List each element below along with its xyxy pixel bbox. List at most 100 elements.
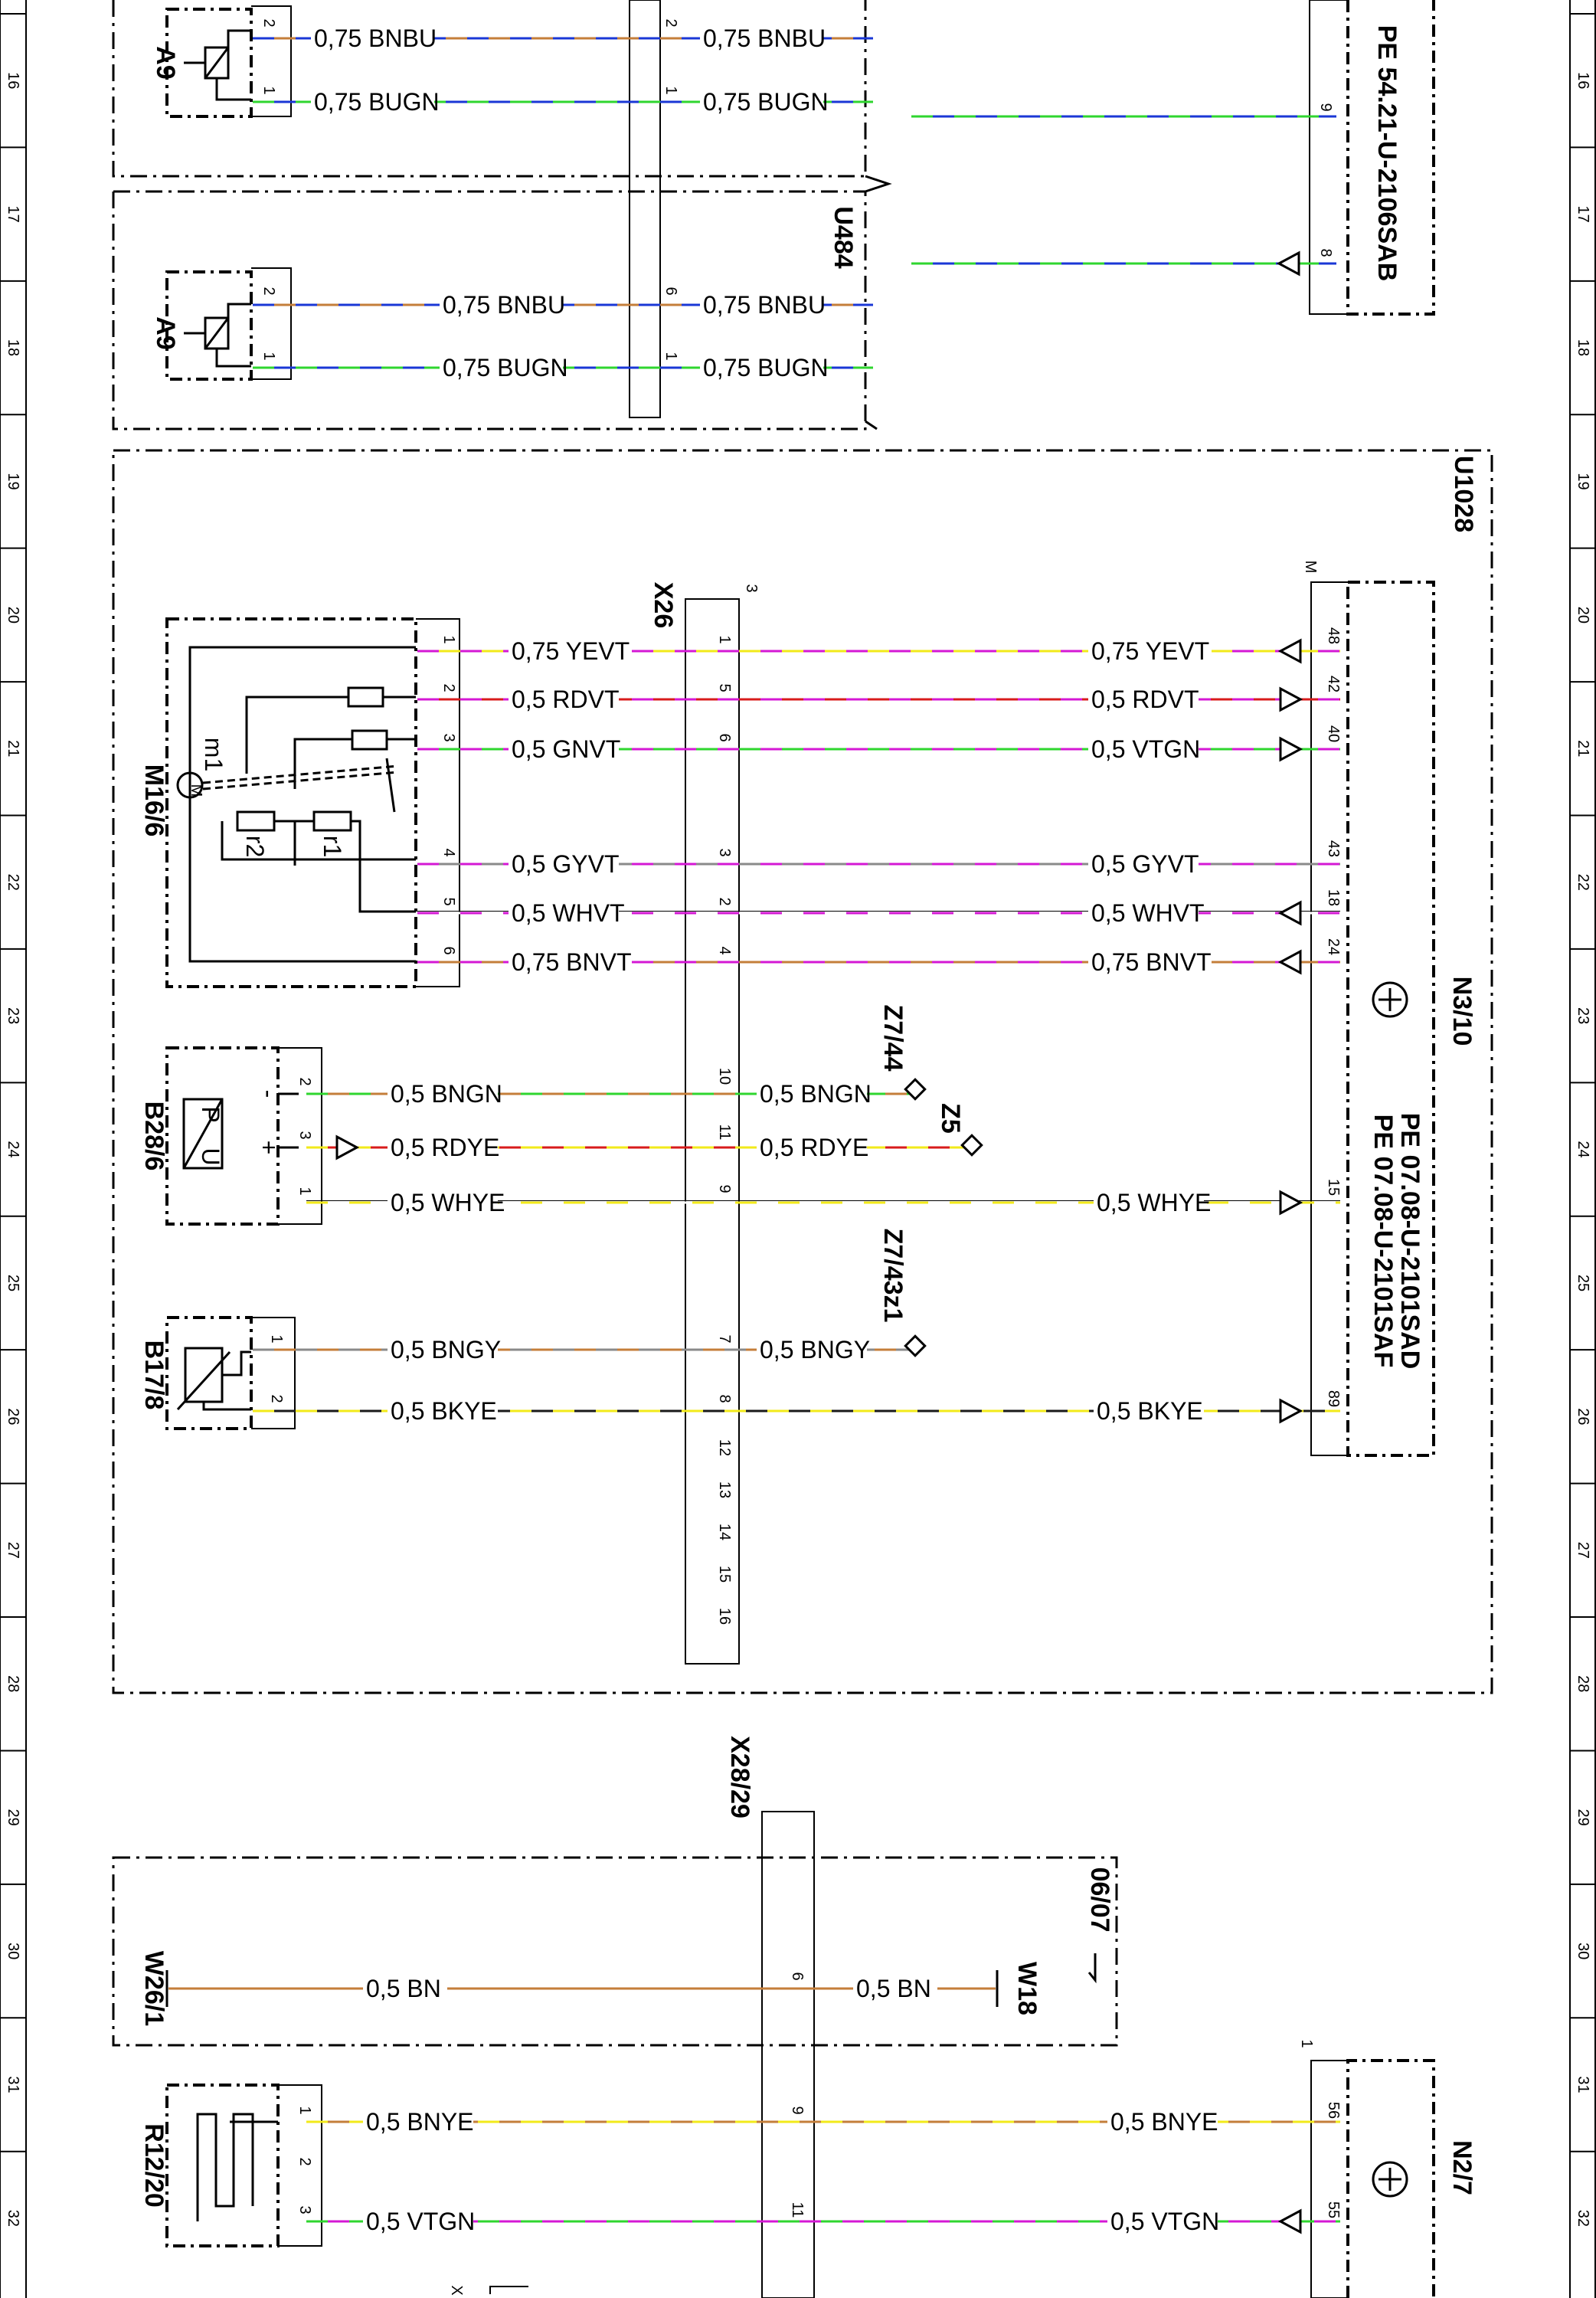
grid-row-number: 18 — [1575, 339, 1591, 356]
wire-label-a9m-2: 0,75 BNBU — [443, 291, 565, 319]
pin-n3-m5: 18 — [1325, 889, 1342, 906]
a9-top-relay-icon — [184, 29, 251, 101]
wire-label-w26-b: 0,5 BN — [856, 1975, 931, 2002]
w26-1-label: W26/1 — [139, 1951, 168, 2026]
pe-n3-a-label: PE 07.08-U-2101SAD — [1395, 1113, 1424, 1370]
b28-6-box — [165, 1046, 280, 1226]
wire-label-m_1b: 0,75 YEVT — [1091, 637, 1209, 665]
grid-row-number: 16 — [5, 72, 21, 89]
grid-row-number: 29 — [1575, 1809, 1591, 1826]
connectors — [251, 0, 1348, 2298]
pin-n3-m3: 40 — [1325, 725, 1342, 742]
pin-x26-3: 3 — [743, 584, 760, 592]
wire-label-m_3a: 0,5 GNVT — [512, 735, 620, 763]
a9-top-label: A9 — [151, 46, 180, 79]
pin-m16-6: 6 — [440, 946, 457, 954]
pin-u484-1: 1 — [662, 86, 679, 94]
grid-row-number: 25 — [1575, 1275, 1591, 1291]
pin-a9m-1: 1 — [260, 352, 277, 360]
grid-row-number: 17 — [5, 206, 21, 223]
pin-x26-8: 8 — [716, 1394, 733, 1403]
boundary-boxes — [112, 0, 1493, 2047]
pin-r12-1: 1 — [296, 2106, 313, 2114]
pin-n3-m6: 24 — [1325, 938, 1342, 955]
pin-x26-m6: 4 — [716, 946, 733, 954]
wire-label-b17-1a: 0,5 BNGY — [391, 1336, 501, 1363]
pin-m16-2: 2 — [440, 683, 457, 692]
grid-row-number: 21 — [5, 740, 21, 757]
b28-u-label: U — [197, 1147, 224, 1165]
pin-x26-spare: 14 — [716, 1524, 733, 1540]
x26-label: X26 — [649, 582, 678, 629]
ref-0607-label: 06/07 — [1085, 1867, 1114, 1932]
u484-label: U484 — [829, 206, 858, 268]
b28-p-label: P — [197, 1106, 224, 1122]
grid-row-number: 22 — [5, 874, 21, 891]
wire-label-b17-2a: 0,5 BKYE — [391, 1397, 497, 1425]
wire-label-m_6a: 0,75 BNVT — [512, 948, 632, 976]
grid-row-number: 16 — [1575, 72, 1591, 89]
grid-row-number: 22 — [1575, 874, 1591, 891]
wire-label-r12-3a: 0,5 VTGN — [366, 2208, 475, 2235]
pin-x28-6: 6 — [789, 1972, 806, 1980]
arrow-b17-2 — [1279, 1398, 1303, 1424]
grid-row-number: 26 — [5, 1408, 21, 1425]
grid-row-number: 21 — [1575, 740, 1591, 757]
z5-splice-icon — [960, 1134, 983, 1157]
grid-row-number: 26 — [1575, 1408, 1591, 1425]
component-labels: A9 A9 M16/6 m1 r2 r1 M B28/6 P U - + B17… — [139, 25, 1478, 2208]
splices — [904, 1078, 983, 1357]
wire-label-r12-3b: 0,5 VTGN — [1110, 2208, 1219, 2235]
wire-label-a9m-1b: 0,75 BUGN — [703, 354, 829, 381]
wire-label-a9m-2b: 0,75 BNBU — [703, 291, 826, 319]
x26-connector — [685, 598, 740, 1665]
n2-7-label: N2/7 — [1447, 2140, 1477, 2195]
wire-label-a9t-2: 0,75 BNBU — [314, 25, 437, 52]
grid-row-number: 27 — [5, 1542, 21, 1559]
m16-m-label: M — [188, 784, 204, 797]
grid-row-number: 32 — [1575, 2210, 1591, 2227]
pin-x26-m2: 5 — [716, 683, 733, 692]
pin-a9t-1: 1 — [260, 86, 277, 94]
m16-r2-label: r2 — [241, 836, 269, 857]
arrow-b28-3 — [335, 1134, 360, 1160]
m16-6-motor-icon — [176, 646, 416, 963]
grid-row-number: 19 — [1575, 473, 1591, 489]
pin-bottom-x: X — [448, 2285, 465, 2295]
pin-n3-89: 89 — [1325, 1390, 1342, 1407]
grid-row-number: 18 — [5, 339, 21, 356]
pin-b17-2: 2 — [268, 1394, 285, 1403]
wire-label-a9t-1b: 0,75 BUGN — [703, 88, 829, 116]
grid-row-number: 31 — [5, 2076, 21, 2093]
arrow-b28-1 — [1279, 1190, 1303, 1216]
u1028-label: U1028 — [1449, 456, 1478, 532]
grid-row-number: 23 — [1575, 1007, 1591, 1024]
wire-label-a9t-1: 0,75 BUGN — [314, 88, 440, 116]
arrow-m_1a — [1277, 638, 1302, 664]
grid-row-number: 29 — [5, 1809, 21, 1826]
wire-label-m_2b: 0,5 RDVT — [1091, 686, 1199, 713]
wire-label-b28-2b: 0,5 BNGN — [760, 1080, 872, 1108]
wire-label-m_4a: 0,5 GYVT — [512, 850, 620, 878]
wire-label-r12-1a: 0,5 BNYE — [366, 2108, 474, 2136]
wire-label-a9m-1: 0,75 BUGN — [443, 354, 568, 381]
pin-n3-m1: 48 — [1325, 627, 1342, 644]
wire-label-m_5b: 0,5 WHVT — [1091, 899, 1205, 927]
m16-6-box — [165, 617, 417, 988]
arrow-m_5a — [1277, 900, 1302, 926]
pin-top-right-8: 8 — [1317, 248, 1334, 257]
pin-x26-spare: 15 — [716, 1566, 733, 1583]
pin-b28-2: 2 — [296, 1077, 313, 1085]
pin-b28-3: 3 — [296, 1131, 313, 1139]
pin-x26-m5: 2 — [716, 897, 733, 905]
pin-r12-3: 3 — [296, 2205, 313, 2214]
pin-u484-2: 2 — [662, 18, 679, 27]
m16-m1-label: m1 — [200, 738, 227, 771]
arrow-r12-3 — [1277, 2208, 1302, 2234]
z7-44-splice-icon — [904, 1078, 927, 1101]
pin-x26-m3: 6 — [716, 733, 733, 741]
b17-8-box — [165, 1316, 253, 1430]
pin-x26-spare: 16 — [716, 1608, 733, 1625]
pin-a9t-2: 2 — [260, 18, 277, 27]
pin-top-right-9: 9 — [1317, 103, 1334, 111]
